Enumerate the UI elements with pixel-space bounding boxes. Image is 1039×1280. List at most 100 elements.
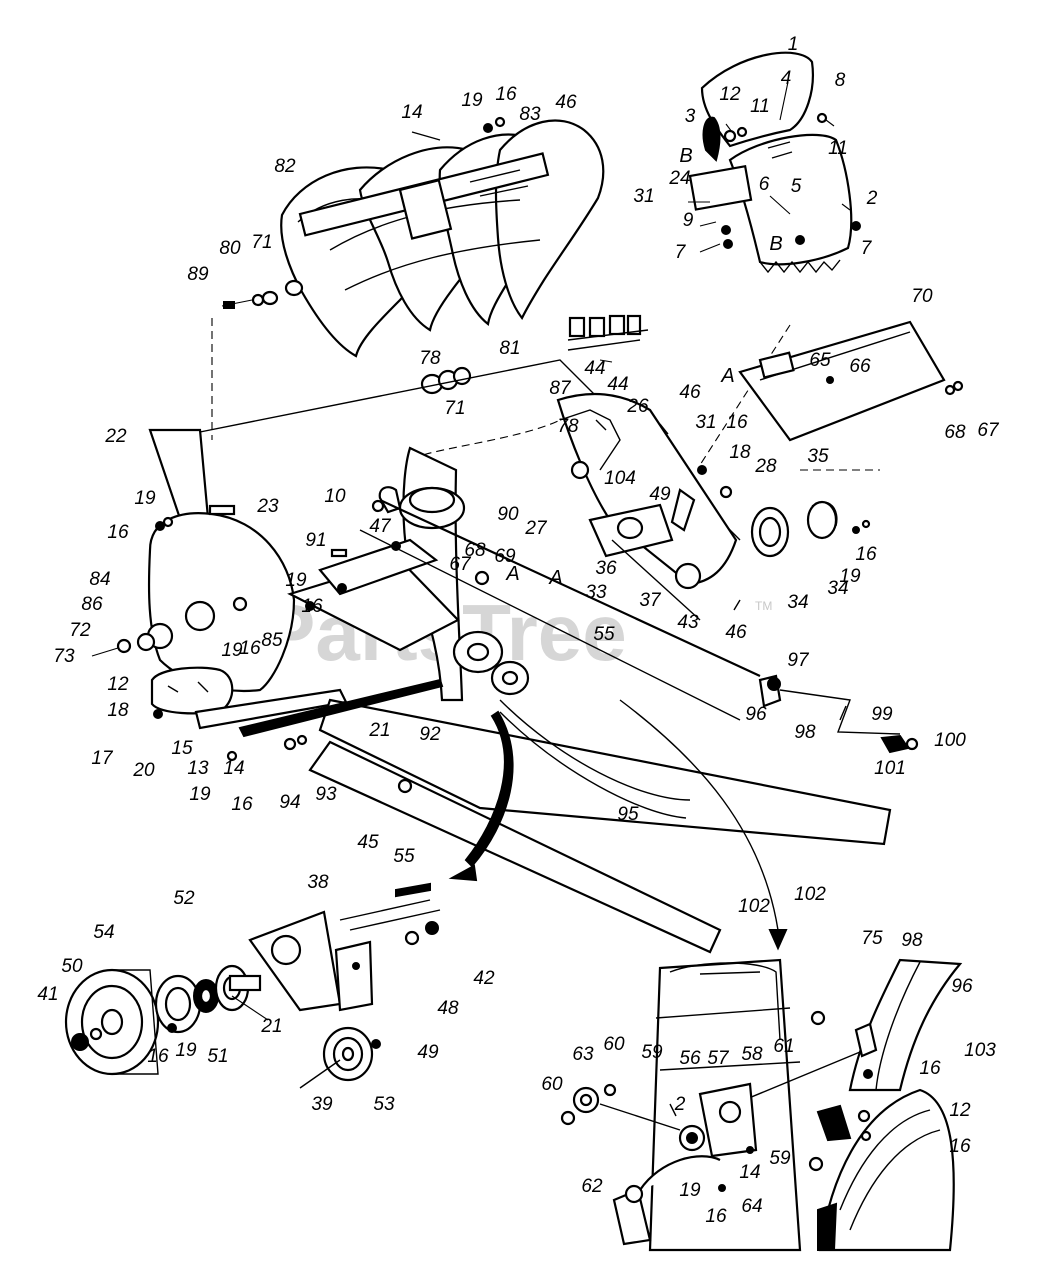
callout-33: 33 [585,582,607,603]
callout-16: 16 [949,1136,971,1157]
callout-21: 21 [368,720,390,741]
callout-16: 16 [495,84,517,105]
callout-91: 91 [305,530,326,551]
callout-18: 18 [107,700,129,721]
callout-19: 19 [134,488,156,509]
callout-16: 16 [107,522,129,543]
callout-81: 81 [499,338,520,359]
callout-5: 5 [791,176,802,197]
callout-73: 73 [53,646,75,667]
callout-42: 42 [473,968,495,989]
discharge-chute [688,51,861,274]
tractor-mount-detail [560,958,963,1252]
callout-83: 83 [519,104,541,125]
callout-78: 78 [557,416,579,437]
callout-14: 14 [401,102,422,123]
callout-103: 103 [964,1040,996,1061]
callout-78: 78 [419,348,441,369]
callout-31: 31 [633,186,654,207]
callout-51: 51 [207,1046,228,1067]
callout-19: 19 [285,570,307,591]
callout-67: 67 [449,554,472,575]
callout-85: 85 [261,630,283,651]
callout-12: 12 [107,674,129,695]
callout-98: 98 [901,930,923,951]
callout-92: 92 [419,724,441,745]
bearing-kit-44 [567,314,649,363]
callout-93: 93 [315,784,337,805]
callout-99: 99 [871,704,893,725]
callout-75: 75 [861,928,883,949]
callout-9: 9 [683,210,694,231]
callout-94: 94 [279,792,300,813]
callout-14: 14 [223,758,244,779]
drive-belt-rod [379,499,761,677]
callout-52: 52 [173,888,195,909]
callout-11: 11 [828,138,848,159]
pulley-assembly-detail [64,882,441,1089]
callout-12: 12 [719,84,741,105]
callout-46: 46 [725,622,747,643]
callout-59: 59 [641,1042,663,1063]
callout-48: 48 [437,998,459,1019]
callout-80: 80 [219,238,241,259]
callout-28: 28 [754,456,777,477]
callout-35: 35 [807,446,829,467]
callout-46: 46 [679,382,701,403]
callout-7: 7 [675,242,687,263]
shift-rod-98 [758,674,919,754]
callout-101: 101 [874,758,906,779]
callout-71: 71 [251,232,272,253]
callout-34: 34 [787,592,808,613]
callout-16: 16 [726,412,748,433]
callout-44: 44 [584,358,605,379]
callout-3: 3 [685,106,696,127]
callout-10: 10 [324,486,346,507]
callout-69: 69 [494,546,516,567]
callout-11: 11 [750,96,770,117]
callout-27: 27 [524,518,548,539]
callout-66: 66 [849,356,871,377]
callout-2: 2 [866,188,878,209]
callout-13: 13 [187,758,209,779]
callout-31: 31 [695,412,716,433]
callout-6: 6 [759,174,770,195]
callout-16: 16 [919,1058,941,1079]
auger-housing [91,359,741,730]
callout-63: 63 [572,1044,594,1065]
callout-57: 57 [707,1048,730,1069]
callout-1: 1 [788,34,799,55]
callout-18: 18 [729,442,751,463]
callout-98: 98 [794,722,816,743]
callout-23: 23 [256,496,279,517]
callout-104: 104 [604,468,636,489]
callout-7: 7 [861,238,873,259]
callout-102: 102 [794,884,826,905]
callout-47: 47 [369,516,392,537]
callout-19: 19 [221,640,243,661]
callout-62: 62 [581,1176,603,1197]
callout-56: 56 [679,1048,701,1069]
callout-16: 16 [147,1046,169,1067]
bearing-35 [750,500,871,558]
callout-24: 24 [668,168,690,189]
callout-49: 49 [649,484,671,505]
callout-59: 59 [769,1148,791,1169]
callout-22: 22 [104,426,127,447]
callout-8: 8 [835,70,846,91]
callout-84: 84 [89,569,110,590]
reference-letter-a: A [720,365,734,387]
callout-12: 12 [949,1100,971,1121]
callout-90: 90 [497,504,519,525]
callout-58: 58 [741,1044,763,1065]
callout-17: 17 [91,748,114,769]
callout-19: 19 [461,90,483,111]
callout-34: 34 [827,578,848,599]
callout-100: 100 [934,730,966,751]
callout-16: 16 [705,1206,727,1227]
drive-belt-21 [238,678,444,738]
callout-49: 49 [417,1042,439,1063]
callout-36: 36 [595,558,617,579]
